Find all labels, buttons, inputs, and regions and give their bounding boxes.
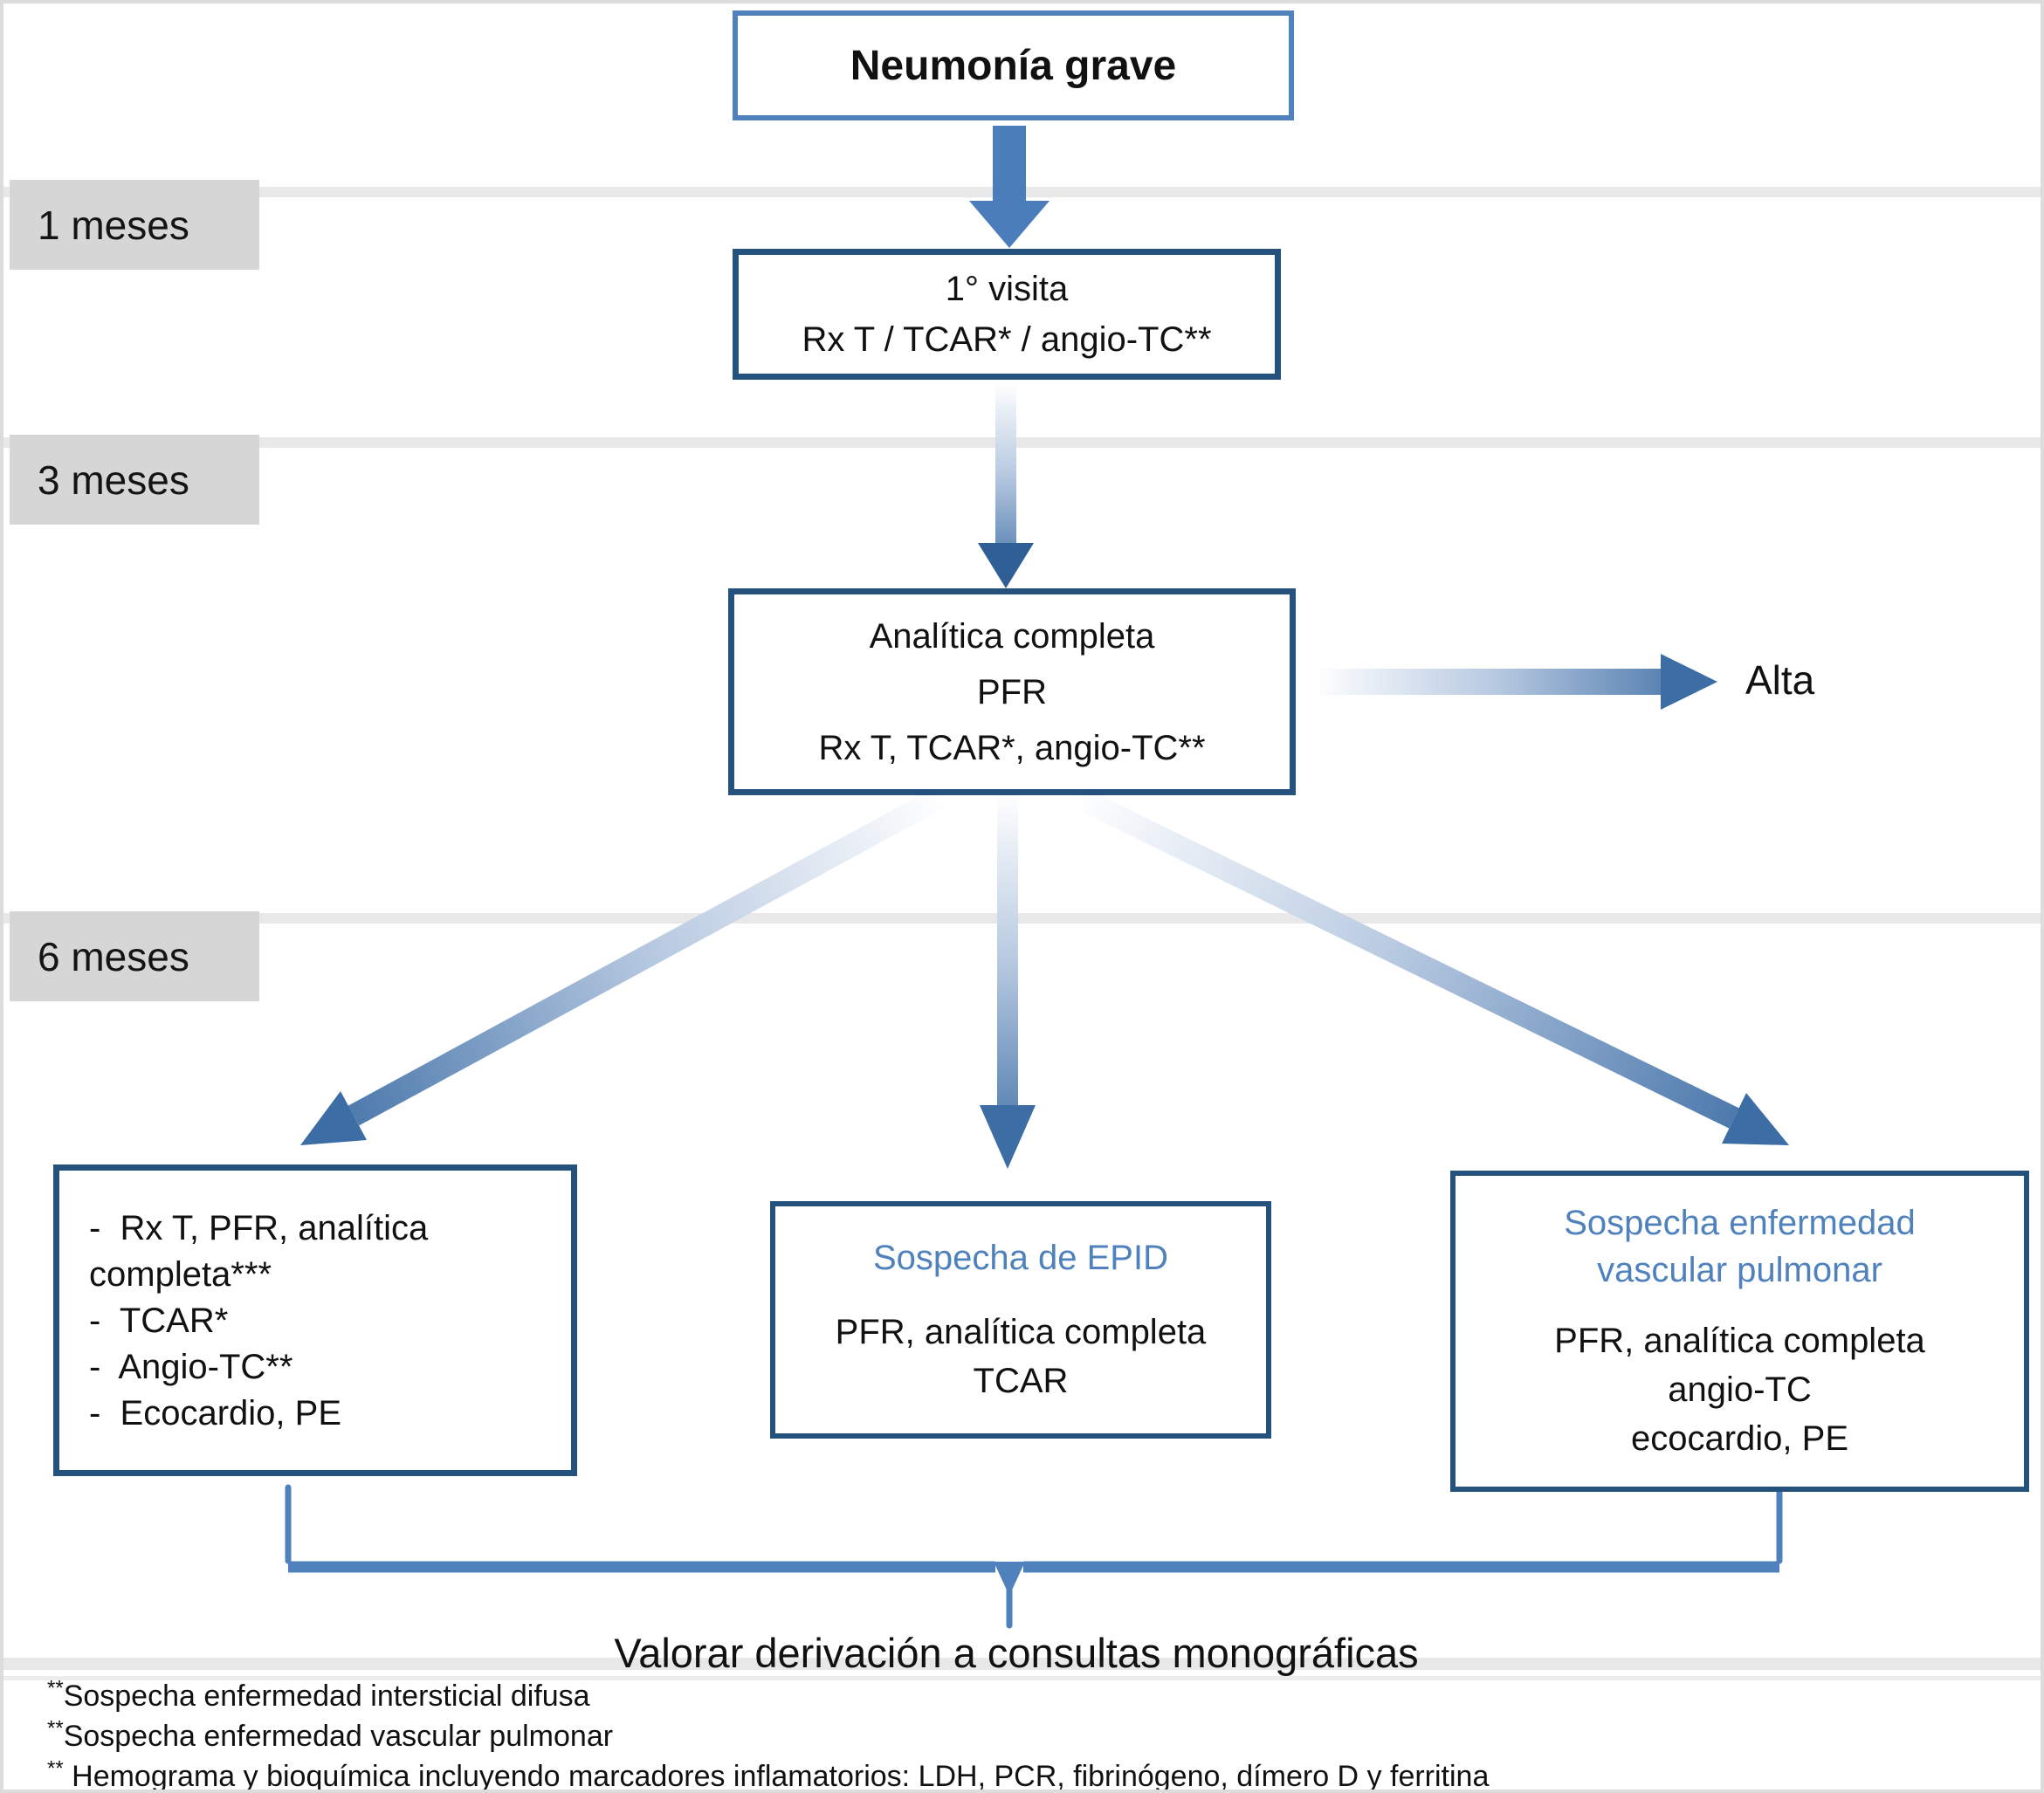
vascular-suspicion-box: Sospecha enfermedad vascular pulmonar PF… [1450, 1171, 2029, 1492]
epid-suspicion-box: Sospecha de EPID PFR, analítica completa… [770, 1201, 1271, 1439]
visita-line1: 1° visita [945, 270, 1069, 308]
left-box-line2: completa*** [89, 1255, 272, 1294]
left-box-line4: - Angio-TC** [89, 1348, 293, 1386]
arrow-diagonal-left [300, 786, 948, 1145]
footnote-3-text: Hemograma y bioquímica incluyendo marcad… [63, 1760, 1490, 1793]
footnote-1-marker: ** [47, 1676, 64, 1700]
left-box-line5: - Ecocardio, PE [89, 1394, 342, 1432]
timeline-label-3-months: 3 meses [10, 435, 259, 525]
vascular-heading-line2: vascular pulmonar [1597, 1251, 1882, 1289]
followup-tests-box: - Rx T, PFR, analítica completa*** - TCA… [53, 1164, 577, 1476]
band-separator-1 [3, 187, 2041, 197]
epid-line2: TCAR [973, 1362, 1069, 1400]
arrow-down-visita-to-analitica [978, 382, 1034, 588]
left-box-line1: - Rx T, PFR, analítica [89, 1209, 429, 1247]
footnote-2: **Sospecha enfermedad vascular pulmonar [47, 1716, 1489, 1756]
footnote-1-text: Sospecha enfermedad intersticial difusa [63, 1680, 590, 1713]
epid-line1: PFR, analítica completa [835, 1313, 1207, 1351]
bracket [285, 1484, 1783, 1629]
arrow-down-center [980, 793, 1036, 1169]
footnote-separator-thin [3, 1676, 2041, 1680]
analitica-line2: PFR [977, 672, 1047, 711]
analitica-box: Analítica completa PFR Rx T, TCAR*, angi… [728, 588, 1296, 795]
bracket-label: Valorar derivación a consultas monográfi… [614, 1630, 1419, 1676]
footnote-2-text: Sospecha enfermedad vascular pulmonar [63, 1720, 614, 1753]
footnotes: **Sospecha enfermedad intersticial difus… [47, 1676, 1490, 1793]
band-separator-2 [3, 437, 2041, 448]
timeline-label-6-months: 6 meses [10, 911, 259, 1001]
band-separator-3 [3, 913, 2041, 924]
analitica-line1: Analítica completa [869, 616, 1155, 656]
alta-label: Alta [1745, 657, 1815, 703]
left-box-line3: - TCAR* [89, 1302, 229, 1340]
epid-heading: Sospecha de EPID [873, 1239, 1168, 1277]
vascular-line2: angio-TC [1668, 1371, 1812, 1409]
visita-box: 1° visita Rx T / TCAR* / angio-TC** [733, 249, 1281, 380]
vascular-line3: ecocardio, PE [1630, 1419, 1848, 1458]
visita-line2: Rx T / TCAR* / angio-TC** [802, 320, 1212, 359]
vascular-heading-line1: Sospecha enfermedad [1564, 1204, 1916, 1242]
footnote-1: **Sospecha enfermedad intersticial difus… [47, 1676, 1489, 1716]
footnote-2-marker: ** [47, 1716, 64, 1741]
timeline-label-1-month: 1 meses [10, 180, 259, 270]
footnote-3-marker: ** [47, 1756, 64, 1781]
title-box-neumonia-grave: Neumonía grave [733, 10, 1294, 120]
arrow-diagonal-right [1070, 786, 1789, 1145]
vascular-line1: PFR, analítica completa [1554, 1322, 1925, 1360]
analitica-line3: Rx T, TCAR*, angio-TC** [818, 728, 1206, 767]
arrow-right-alta [1313, 654, 1717, 710]
title-text: Neumonía grave [850, 42, 1177, 89]
footnote-3: ** Hemograma y bioquímica incluyendo mar… [47, 1756, 1490, 1793]
footnote-separator-thick [3, 1658, 2041, 1670]
